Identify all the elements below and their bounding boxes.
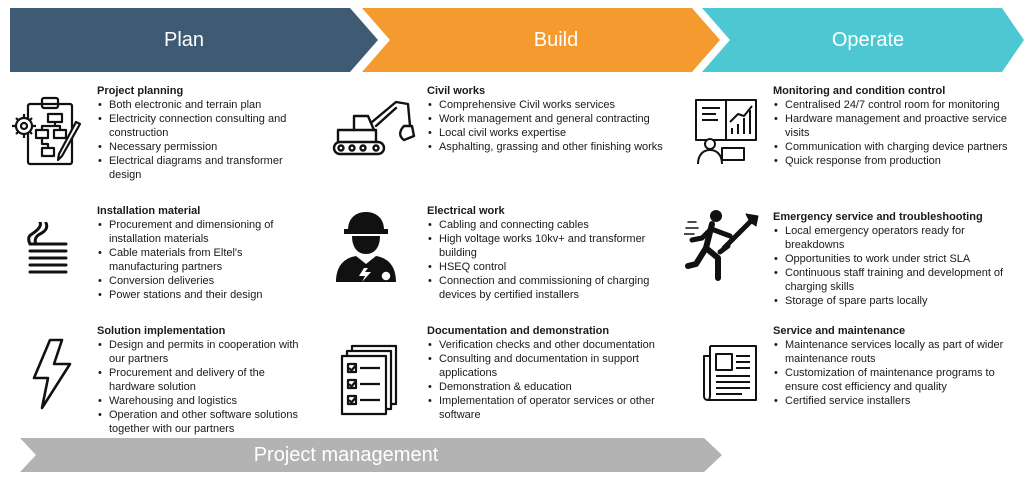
list-item: Consulting and documentation in support … — [427, 352, 677, 380]
solution-implementation-title: Solution implementation — [97, 325, 226, 337]
list-item: Work management and general contracting — [427, 112, 689, 126]
list-item: Certified service installers — [773, 394, 1013, 408]
phase-operate-label: Operate — [831, 28, 905, 51]
list-item: Implementation of operator services or o… — [427, 394, 677, 422]
list-item: Communication with charging device partn… — [773, 140, 1013, 154]
installation-material-title: Installation material — [97, 205, 201, 217]
list-item: Centralised 24/7 control room for monito… — [773, 98, 1013, 112]
installation-material-block: Installation material Procurement and di… — [97, 204, 312, 302]
list-item: Necessary permission — [97, 140, 312, 154]
list-item: Cable materials from Eltel's manufacturi… — [97, 246, 312, 274]
list-item: Customization of maintenance programs to… — [773, 366, 1013, 394]
list-item: Storage of spare parts locally — [773, 294, 1013, 308]
excavator-icon — [330, 96, 416, 158]
list-item: Opportunities to work under strict SLA — [773, 252, 1013, 266]
monitoring-screen-icon — [694, 98, 758, 164]
monitoring-block: Monitoring and condition control Central… — [773, 84, 1013, 168]
list-item: Design and permits in cooperation with o… — [97, 338, 312, 366]
documentation-title: Documentation and demonstration — [427, 325, 610, 337]
documentation-block: Documentation and demonstration Verifica… — [427, 324, 677, 422]
list-item: Continuous staff training and developmen… — [773, 266, 1013, 294]
phase-build-arrow: Build — [362, 8, 720, 72]
list-item: Quick response from production — [773, 154, 1013, 168]
project-planning-title: Project planning — [97, 85, 184, 97]
list-item: Demonstration & education — [427, 380, 677, 394]
list-item: HSEQ control — [427, 260, 659, 274]
project-management-label: Project management — [253, 443, 439, 466]
electrician-worker-icon — [334, 210, 400, 282]
list-item: Comprehensive Civil works services — [427, 98, 689, 112]
checklist-documents-icon — [338, 344, 400, 416]
service-title: Service and maintenance — [773, 325, 906, 337]
monitoring-title: Monitoring and condition control — [773, 85, 946, 97]
list-item: Power stations and their design — [97, 288, 312, 302]
project-management-shape — [20, 438, 722, 472]
phase-operate-arrow: Operate — [702, 8, 1024, 72]
list-item: Electrical diagrams and transformer desi… — [97, 154, 312, 182]
list-item: Warehousing and logistics — [97, 394, 312, 408]
phase-operate-shape — [702, 8, 1024, 72]
planning-clipboard-gear-icon — [12, 94, 84, 170]
list-item: Local emergency operators ready for brea… — [773, 224, 1013, 252]
list-item: Cabling and connecting cables — [427, 218, 659, 232]
list-item: Hardware management and proactive servic… — [773, 112, 1013, 140]
project-planning-block: Project planning Both electronic and ter… — [97, 84, 312, 182]
phase-plan-shape — [10, 8, 378, 72]
phase-build-shape — [362, 8, 720, 72]
list-item: Connection and commissioning of charging… — [427, 274, 659, 302]
newspaper-report-icon — [702, 344, 758, 402]
phase-plan-label: Plan — [163, 28, 205, 51]
civil-works-title: Civil works — [427, 85, 486, 97]
electrical-work-block: Electrical work Cabling and connecting c… — [427, 204, 659, 302]
phase-plan-arrow: Plan — [10, 8, 378, 72]
list-item: Both electronic and terrain plan — [97, 98, 312, 112]
list-item: Electricity connection consulting and co… — [97, 112, 312, 140]
running-mechanic-wrench-icon — [684, 208, 760, 282]
list-item: High voltage works 10kv+ and transformer… — [427, 232, 659, 260]
service-block: Service and maintenance Maintenance serv… — [773, 324, 1013, 408]
electrical-work-title: Electrical work — [427, 205, 505, 217]
list-item: Local civil works expertise — [427, 126, 689, 140]
solution-implementation-block: Solution implementation Design and permi… — [97, 324, 312, 436]
emergency-title: Emergency service and troubleshooting — [773, 211, 983, 223]
list-item: Maintenance services locally as part of … — [773, 338, 1013, 366]
list-item: Operation and other software solutions t… — [97, 408, 312, 436]
list-item: Conversion deliveries — [97, 274, 312, 288]
phase-build-label: Build — [533, 28, 579, 51]
list-item: Asphalting, grassing and other finishing… — [427, 140, 689, 154]
project-management-arrow: Project management — [20, 438, 722, 472]
civil-works-block: Civil works Comprehensive Civil works se… — [427, 84, 689, 154]
list-item: Procurement and dimensioning of installa… — [97, 218, 312, 246]
list-item: Verification checks and other documentat… — [427, 338, 677, 352]
emergency-block: Emergency service and troubleshooting Lo… — [773, 210, 1013, 308]
cable-coil-icon — [26, 222, 70, 274]
lightning-bolt-icon — [30, 338, 74, 410]
list-item: Procurement and delivery of the hardware… — [97, 366, 312, 394]
